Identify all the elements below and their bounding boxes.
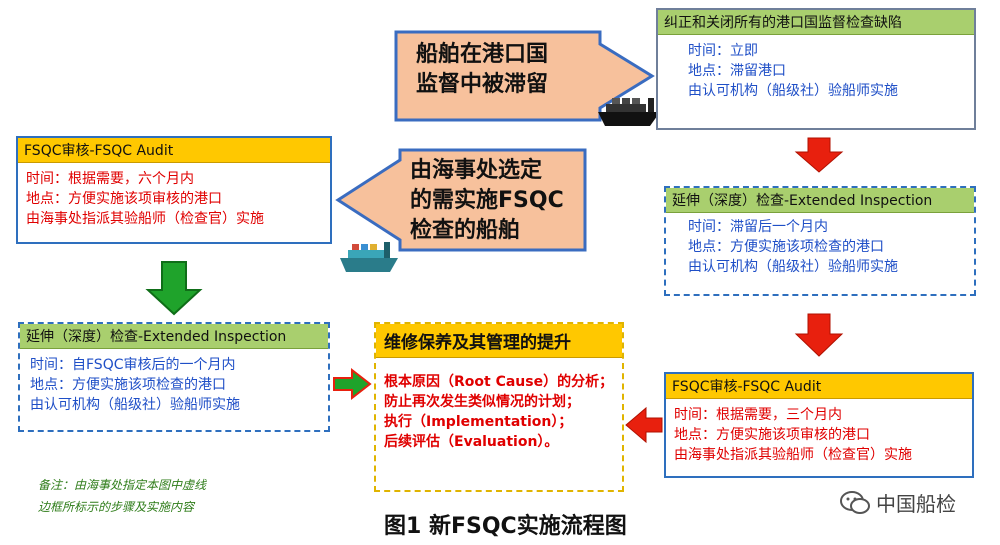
box-extended-left-line-1: 时间：自FSQC审核后的一个月内 <box>30 357 236 373</box>
callout-selected-line-2: 的需实施FSQC <box>410 188 564 213</box>
green-arrow-down <box>145 261 203 316</box>
box-extended-right-line-3: 由认可机构（船级社）验船师实施 <box>688 259 898 275</box>
callout-selected: 由海事处选定 的需实施FSQC 检查的船舶 <box>410 156 564 246</box>
box-extended-left-line-2: 地点：方便实施该项检查的港口 <box>30 377 226 393</box>
red-arrow-down-1 <box>794 137 844 173</box>
cargo-ship-icon <box>598 98 660 126</box>
box-correct-deficiencies: 纠正和关闭所有的港口国监督检查缺陷 时间：立即 地点：滞留港口 由认可机构（船级… <box>656 8 976 130</box>
watermark-text: 中国船检 <box>876 492 956 516</box>
box-extended-right-line-2: 地点：方便实施该项检查的港口 <box>688 239 884 255</box>
footnote-line-1: 备注：由海事处指定本图中虚线 <box>38 478 207 492</box>
callout-selected-line-3: 检查的船舶 <box>410 218 521 243</box>
callout-detained-line-1: 船舶在港口国 <box>416 42 549 67</box>
figure-caption: 图1 新FSQC实施流程图 <box>384 514 627 539</box>
callout-detained-line-2: 监督中被滞留 <box>416 72 549 97</box>
box-extended-inspection-right: 延伸（深度）检查-Extended Inspection 时间：滞留后一个月内 … <box>664 186 976 296</box>
box-maintenance-line-1: 根本原因（Root Cause）的分析； <box>384 374 614 390</box>
box-extended-left-line-3: 由认可机构（船级社）验船师实施 <box>30 397 240 413</box>
callout-detained: 船舶在港口国 监督中被滞留 <box>416 40 548 100</box>
box-maintenance-line-3: 执行（Implementation）； <box>384 414 573 430</box>
box-maintenance-improvement: 维修保养及其管理的提升 根本原因（Root Cause）的分析； 防止再次发生类… <box>374 322 624 492</box>
red-arrow-left <box>625 406 663 444</box>
red-arrow-down-2 <box>794 313 844 357</box>
callout-selected-line-1: 由海事处选定 <box>410 158 543 183</box>
box-audit-left-line-3: 由海事处指派其验船师（检查官）实施 <box>26 211 264 227</box>
green-arrow-right <box>333 367 372 401</box>
watermark: 中国船检 <box>840 488 956 517</box>
box-correct-title: 纠正和关闭所有的港口国监督检查缺陷 <box>658 10 974 35</box>
box-audit-right-line-2: 地点：方便实施该项审核的港口 <box>674 427 870 443</box>
box-maintenance-title: 维修保养及其管理的提升 <box>376 324 622 358</box>
container-ship-icon <box>340 242 398 272</box>
callout-arrow-left-shape <box>335 148 587 252</box>
box-correct-line-2: 地点：滞留港口 <box>688 63 786 79</box>
box-extended-right-line-1: 时间：滞留后一个月内 <box>688 219 828 235</box>
box-correct-line-1: 时间：立即 <box>688 43 758 59</box>
box-fsqc-audit-left: FSQC审核-FSQC Audit 时间：根据需要，六个月内 地点：方便实施该项… <box>16 136 332 244</box>
callout-arrow-right-shape <box>394 30 655 122</box>
box-maintenance-line-2: 防止再次发生类似情况的计划； <box>384 394 580 410</box>
box-correct-line-3: 由认可机构（船级社）验船师实施 <box>688 83 898 99</box>
box-audit-left-title: FSQC审核-FSQC Audit <box>18 138 330 163</box>
box-audit-right-line-1: 时间：根据需要，三个月内 <box>674 407 842 423</box>
box-audit-right-line-3: 由海事处指派其验船师（检查官）实施 <box>674 447 912 463</box>
box-audit-right-title: FSQC审核-FSQC Audit <box>666 374 972 399</box>
box-audit-left-line-2: 地点：方便实施该项审核的港口 <box>26 191 222 207</box>
box-extended-inspection-left: 延伸（深度）检查-Extended Inspection 时间：自FSQC审核后… <box>18 322 330 432</box>
footnote-line-2: 边框所标示的步骤及实施内容 <box>38 500 195 514</box>
footnote: 备注：由海事处指定本图中虚线 边框所标示的步骤及实施内容 <box>38 474 206 518</box>
box-maintenance-line-4: 后续评估（Evaluation）。 <box>384 434 559 450</box>
box-extended-right-title: 延伸（深度）检查-Extended Inspection <box>666 188 974 213</box>
box-fsqc-audit-right: FSQC审核-FSQC Audit 时间：根据需要，三个月内 地点：方便实施该项… <box>664 372 974 478</box>
box-extended-left-title: 延伸（深度）检查-Extended Inspection <box>20 324 328 349</box>
box-audit-left-line-1: 时间：根据需要，六个月内 <box>26 171 194 187</box>
wechat-icon <box>840 490 870 514</box>
